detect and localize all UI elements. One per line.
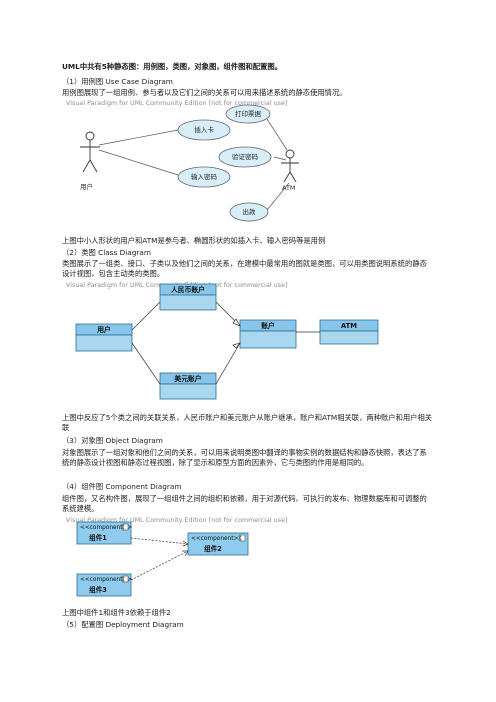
- component-1-box: [76, 521, 132, 545]
- assoc-user-password: [98, 149, 179, 176]
- usecase-cash-out: [229, 202, 269, 222]
- class-atm-header: [319, 319, 379, 332]
- component-3-stereotype: <<component>>: [80, 577, 132, 583]
- section-3-description: 对象图展示了一组对象和他们之间的关系，可以用来说明类图中翻译的事物实例的数据结构…: [62, 448, 427, 467]
- component-2-box: [187, 532, 249, 556]
- class-usd-account-header: [159, 372, 217, 385]
- section-3-title: （3）对象图 Object Diagram: [62, 436, 163, 445]
- usecase-insert-card-label: 插入卡: [194, 125, 214, 134]
- actor-user-label: 用户: [80, 182, 93, 191]
- class-atm-label: ATM: [341, 322, 357, 330]
- class-account-label: 账户: [261, 321, 275, 330]
- component-3-label: 组件3: [89, 585, 107, 594]
- section-2-note: 上图中反应了5个类之间的关联关系，人民币账户和美元账户从账户继承，账户和ATM相…: [62, 413, 433, 432]
- watermark-1: Visual Paradigm for UML Community Editio…: [66, 100, 288, 107]
- usecase-verify-password-label: 验证密码: [232, 152, 259, 161]
- usecase-print-receipt-label: 打印票据: [235, 109, 262, 118]
- usecase-enter-password-label: 输入密码: [191, 172, 218, 181]
- section-5-title: （5）配置图 Deployment Diagram: [62, 620, 184, 629]
- component-2-stereotype: <<component>>: [191, 536, 243, 542]
- actor-user-figure: [80, 131, 100, 173]
- usecase-cash-out-label: 出款: [243, 207, 257, 216]
- watermark-3: Visual Paradigm for UML Community Editio…: [66, 517, 288, 524]
- component-1-stereotype: <<component>>: [80, 525, 132, 531]
- usecase-enter-password: [177, 166, 231, 188]
- actor-atm-figure: [281, 149, 299, 183]
- usecase-print-receipt: [225, 104, 271, 124]
- component-3-box: [76, 573, 132, 597]
- section-1-description: 用例图展现了一组用例、参与者以及它们之间的关系可以用来描述系统的静态使用情况。: [62, 88, 347, 97]
- section-2-description: 类图展示了一组类、接口、子类以及他们之间的关系，在建模中最常用的图就是类图，可以…: [62, 259, 427, 278]
- assoc-atm-cash: [266, 182, 290, 211]
- class-user-label: 用户: [96, 325, 111, 334]
- actor-atm-label: ATM: [282, 184, 296, 192]
- watermark-2: Visual Paradigm for UML Community Editio…: [66, 282, 288, 289]
- class-usd-account-label: 美元账户: [174, 374, 201, 383]
- component-1-label: 组件1: [89, 533, 107, 542]
- usecase-insert-card: [177, 119, 231, 141]
- assoc-user-insert: [98, 129, 179, 146]
- usecase-verify-password: [218, 146, 272, 168]
- assoc-atm-verify: [273, 156, 287, 161]
- section-2-title: （2）类图 Class Diagram: [62, 248, 151, 257]
- section-4-note: 上图中组件1和组件3依赖于组件2: [62, 608, 171, 617]
- section-1-note: 上图中小人形状的用户和ATM是参与者、椭圆形状的如插入卡、输入密码等是用例: [62, 236, 326, 245]
- component-2-label: 组件2: [204, 544, 222, 553]
- section-4-description: 组件图，又名构件图，展现了一组组件之间的组织和依赖，用于对源代码、可执行的发布、…: [62, 494, 427, 513]
- section-1-title: （1）用例图 Use Case Diagram: [62, 77, 173, 86]
- class-account-header: [239, 319, 297, 332]
- page-heading: UML中共有5种静态图：用例图，类图，对象图，组件图和配置图。: [62, 62, 282, 71]
- class-user-header: [75, 323, 133, 336]
- section-4-title: （4）组件图 Component Diagram: [62, 482, 182, 491]
- assoc-atm-print: [264, 115, 288, 151]
